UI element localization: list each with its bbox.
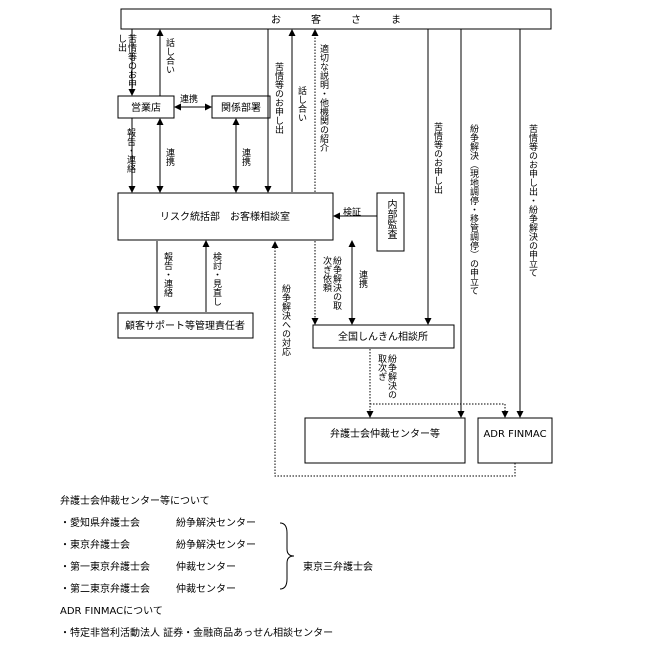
arrow-toritsugi-adr	[370, 403, 509, 418]
label-renkei-c: 連携	[357, 270, 367, 288]
label-funsou-genchi: 紛争解決（現地調停・移管調停）の申立て	[468, 124, 478, 295]
bengoshi-label: 弁護士会仲裁センター等	[330, 427, 440, 440]
bengoshi-box	[304, 417, 466, 464]
naibu-label: 内部監査	[385, 199, 396, 239]
label-funsou-toritsugi: 紛争解決の取次ぎ	[376, 354, 396, 399]
notes-heading-adr: ADR FINMACについて	[60, 606, 163, 617]
label-hanashiai-a: 話し合い	[164, 38, 174, 74]
kokyaku-box	[117, 312, 254, 339]
notes-section: 弁護士会仲裁センター等について ・愛知県弁護士会 紛争解決センター ・東京弁護士…	[60, 491, 373, 645]
notes-row-1: ・愛知県弁護士会 紛争解決センター	[60, 513, 333, 535]
notes-row-2-name: ・東京弁護士会	[60, 540, 130, 551]
label-kensho: 検証	[343, 208, 362, 218]
customer-box	[120, 8, 552, 30]
label-hanashiai-b: 話し合い	[296, 86, 306, 122]
label-kentou: 検討・見直し	[211, 252, 221, 306]
notes-row-4-center: 仲裁センター	[176, 584, 236, 595]
kankei-label: 関係部署	[221, 101, 261, 114]
label-renkei-a: 連携	[164, 148, 174, 166]
notes-item-adr: ・特定非営利活動法人 証券・金融商品あっせん相談センター	[60, 628, 334, 639]
notes-brace	[279, 522, 295, 590]
notes-heading-bengoshi: 弁護士会仲裁センター等について	[60, 496, 210, 507]
adr-box	[477, 417, 553, 464]
label-kujo-funsou: 苦情等のお申し出・紛争解決の申立て	[527, 124, 537, 277]
customer-label: お 客 さ ま	[271, 13, 401, 26]
notes-group-label: 東京三弁護士会	[303, 562, 373, 573]
notes-row-4-name: ・第二東京弁護士会	[60, 584, 150, 595]
label-kujo-moushide-a: 苦情等のお申し出	[116, 34, 136, 88]
label-funsou-toritsugi-irai: 紛争解決の取次ぎ依頼	[321, 256, 341, 310]
label-renkei-h: 連携	[180, 95, 199, 105]
eigyoten-label: 営業店	[131, 101, 161, 114]
label-kujo-moushide-b: 苦情等のお申し出	[273, 62, 283, 134]
notes-row-1-center: 紛争解決センター	[176, 518, 256, 529]
notes-row-3: ・第一東京弁護士会 仲裁センター	[60, 557, 333, 579]
notes-row-2: ・東京弁護士会 紛争解決センター	[60, 535, 333, 557]
naibu-box	[376, 192, 405, 252]
notes-row-2-center: 紛争解決センター	[176, 540, 256, 551]
label-tekisetsu: 適切な説明・他機関の紹介	[318, 44, 328, 152]
arrow-funsou-taiou	[271, 241, 516, 477]
kokyaku-label: 顧客サポート等管理責任者	[125, 319, 245, 332]
kankei-box	[211, 95, 271, 119]
zenkoku-label: 全国しんきん相談所	[338, 330, 428, 343]
label-houkoku-renraku-b: 報告・連絡	[162, 252, 172, 297]
label-renkei-b: 連携	[240, 148, 250, 166]
notes-row-3-name: ・第一東京弁護士会	[60, 562, 150, 573]
risk-label: リスク統括部 お客様相談室	[160, 210, 290, 223]
label-houkoku-renraku-a: 報告・連絡	[125, 128, 135, 173]
adr-label: ADR FINMAC	[483, 429, 546, 440]
label-kujo-moushide-c: 苦情等のお申し出	[432, 122, 442, 194]
label-funsou-taiou: 紛争解決への対応	[280, 284, 290, 356]
notes-row-4: ・第二東京弁護士会 仲裁センター	[60, 579, 333, 601]
notes-row-3-center: 仲裁センター	[176, 562, 236, 573]
notes-row-1-name: ・愛知県弁護士会	[60, 518, 140, 529]
zenkoku-box	[312, 324, 455, 349]
